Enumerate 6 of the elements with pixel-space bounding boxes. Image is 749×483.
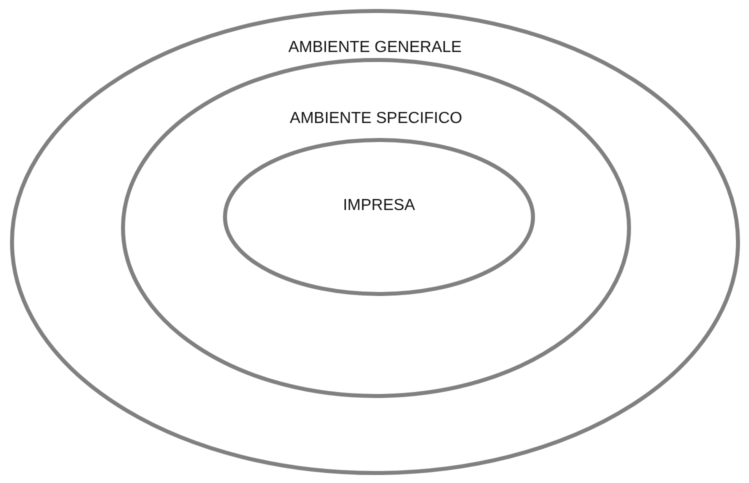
- ellipse-node: [223, 138, 535, 296]
- node-label: IMPRESA: [342, 197, 415, 215]
- ellipse-node: [121, 58, 631, 398]
- node-label: AMBIENTE GENERALE: [288, 39, 462, 57]
- node-label: AMBIENTE SPECIFICO: [290, 110, 462, 128]
- ellipse-node: [10, 9, 740, 475]
